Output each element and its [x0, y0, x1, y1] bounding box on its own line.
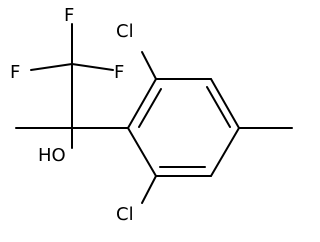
- atom-label-cl-bottom: Cl: [116, 204, 134, 225]
- atom-label-f-right: F: [114, 62, 124, 83]
- ring-bond-6: [127, 127, 157, 177]
- bond-ring-cl-bottom: [141, 175, 157, 204]
- ring-double-bond-2: [206, 86, 231, 128]
- atom-label-f-top: F: [64, 5, 74, 26]
- atom-label-cl-top: Cl: [116, 21, 134, 42]
- atom-label-f-left: F: [10, 62, 20, 83]
- atom-labels: Cl F F F HO Cl: [10, 5, 134, 225]
- ring-bond-3: [210, 78, 240, 129]
- bonds: [15, 23, 293, 204]
- ring-double-bond-1: [138, 88, 162, 128]
- bond-cf3-f-left: [30, 63, 73, 71]
- bond-ring-cl-top: [141, 51, 157, 80]
- ring-bond-1: [127, 78, 157, 129]
- atom-label-hydroxyl: HO: [38, 145, 66, 166]
- bond-cf3-f-right: [71, 63, 114, 71]
- molecule-structure: Cl F F F HO Cl: [10, 5, 293, 225]
- ring-bond-4: [210, 127, 240, 177]
